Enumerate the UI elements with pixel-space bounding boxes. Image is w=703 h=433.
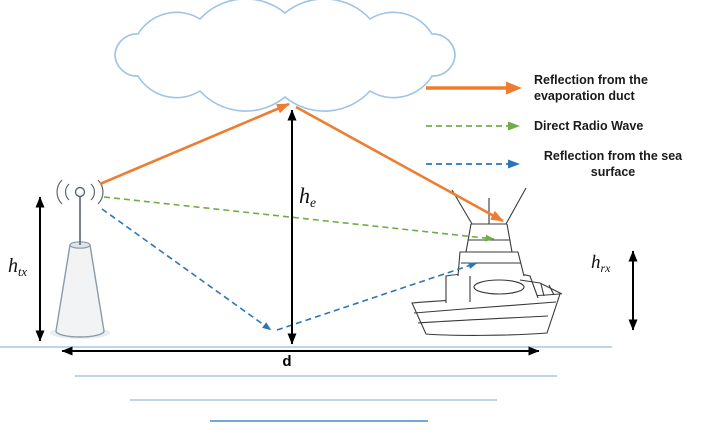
- legend-item-duct-reflection: Reflection from the evaporation duct: [424, 72, 700, 104]
- transmitter-tower: [50, 179, 110, 339]
- legend-item-sea-reflection: Reflection from the sea surface: [424, 148, 700, 180]
- evaporation-duct-cloud-icon: [114, 0, 456, 112]
- sea-reflection-legend-arrow-icon: [426, 159, 520, 169]
- sea-reflection-arrow-down: [101, 208, 272, 331]
- legend-item-direct-wave: Direct Radio Wave: [424, 117, 700, 135]
- duct-reflection-arrow-down: [295, 105, 504, 223]
- label-he: he: [299, 183, 316, 210]
- sea-surface-lines: [0, 346, 612, 422]
- signal-waves-icon: [56, 179, 104, 205]
- direct-wave-arrow: [103, 196, 495, 242]
- legend: Reflection from the evaporation duct Dir…: [424, 72, 700, 180]
- duct-reflection-legend-arrow-icon: [426, 81, 522, 95]
- legend-label-direct-wave: Direct Radio Wave: [534, 119, 644, 133]
- legend-label-sea-reflection: Reflection from the sea surface: [543, 149, 683, 179]
- boat-illustration: [411, 187, 563, 336]
- sea-reflection-arrow-up: [276, 262, 478, 331]
- label-hrx: hrx: [591, 252, 611, 275]
- duct-reflection-arrow-up: [99, 102, 290, 186]
- antenna-icon: [74, 186, 86, 198]
- label-htx: htx: [8, 255, 27, 279]
- direct-wave-legend-arrow-icon: [426, 121, 520, 131]
- label-distance: d: [282, 353, 291, 370]
- legend-label-duct-reflection: Reflection from the evaporation duct: [534, 73, 648, 103]
